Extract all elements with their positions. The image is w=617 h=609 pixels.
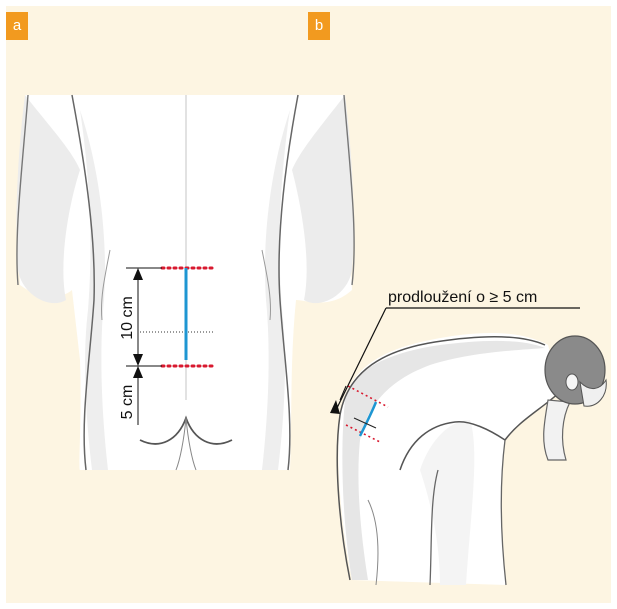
- label-10cm: 10 cm: [119, 296, 136, 340]
- leader-arrowhead: [330, 400, 340, 414]
- extension-label: prodloužení o ≥ 5 cm: [388, 289, 537, 306]
- arm: [544, 400, 570, 460]
- ear: [566, 374, 578, 390]
- bending-figure: [337, 333, 606, 585]
- label-5cm: 5 cm: [119, 385, 136, 420]
